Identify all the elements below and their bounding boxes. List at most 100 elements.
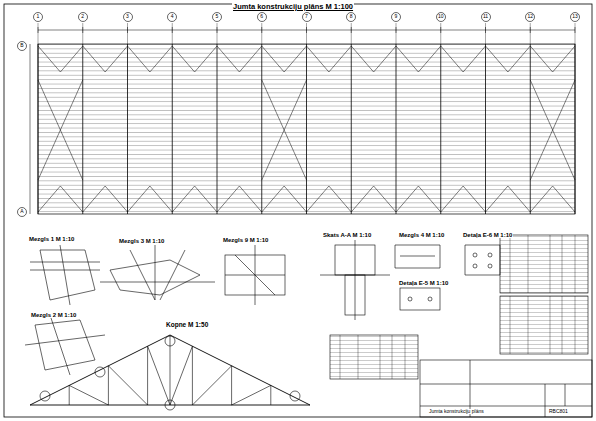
drawing-line xyxy=(530,80,575,180)
drawing-line xyxy=(38,46,60,72)
axis-bubble: 4 xyxy=(167,12,177,22)
drawing-line xyxy=(562,296,563,354)
drawing-line xyxy=(553,46,575,72)
drawing-line xyxy=(127,44,128,214)
drawing-line xyxy=(528,296,529,354)
drawing-line xyxy=(192,366,231,405)
axis-bubble: 12 xyxy=(525,12,535,22)
drawing-line xyxy=(147,346,148,405)
axis-bubble: 6 xyxy=(257,12,267,22)
drawing-line xyxy=(530,44,531,214)
drawing-line xyxy=(485,23,486,44)
drawing-line xyxy=(418,186,440,212)
drawing-line xyxy=(262,186,284,212)
drawing-line xyxy=(374,186,396,212)
axis-label: 12 xyxy=(525,14,535,19)
axis-bubble: 13 xyxy=(570,12,580,22)
drawing-line xyxy=(306,44,307,214)
drawing-line xyxy=(486,46,508,72)
drawing-line xyxy=(108,366,109,405)
drawing-line xyxy=(127,27,128,33)
drawing-line xyxy=(550,235,551,293)
axis-label: 1 xyxy=(33,14,43,19)
drawing-line xyxy=(418,46,440,72)
drawing-line xyxy=(192,346,193,405)
drawing-line xyxy=(392,335,393,379)
drawing-line xyxy=(351,46,373,72)
axis-label: 5 xyxy=(212,14,222,19)
drawing-line xyxy=(231,366,232,405)
drawing-line xyxy=(284,186,306,212)
drawing-line xyxy=(396,186,418,212)
axis-label: 11 xyxy=(481,14,491,19)
drawing-line xyxy=(82,27,83,33)
drawing-line xyxy=(340,335,341,379)
drawing-line xyxy=(261,44,262,214)
drawing-line xyxy=(530,186,552,212)
drawing-line xyxy=(195,186,217,212)
drawing-line xyxy=(38,23,39,44)
drawing-line xyxy=(261,27,262,33)
drawing-line xyxy=(440,23,441,44)
drawing-line xyxy=(239,46,261,72)
drawing-line xyxy=(351,44,352,214)
drawing-line xyxy=(575,235,576,293)
drawing-line xyxy=(358,335,359,379)
drawing-line xyxy=(396,46,418,72)
axis-bubble: 10 xyxy=(436,12,446,22)
title-block-text: RBC801 xyxy=(548,409,569,414)
drawing-line xyxy=(485,27,486,33)
axis-bubble: 2 xyxy=(78,12,88,22)
drawing-line xyxy=(485,44,486,214)
drawing-line xyxy=(83,186,105,212)
axis-bubble: 7 xyxy=(302,12,312,22)
drawing-line xyxy=(396,44,397,214)
drawing-line xyxy=(262,80,307,180)
drawing-line xyxy=(172,46,194,72)
view-title: Mezgls 1 M 1:10 xyxy=(28,236,75,242)
drawing-line xyxy=(69,385,70,405)
title-block-text: Jumta konstrukciju plāns xyxy=(428,409,485,414)
axis-label: B xyxy=(17,43,27,48)
drawing-line xyxy=(329,46,351,72)
drawing-line xyxy=(170,335,171,405)
drawing-line xyxy=(217,44,218,214)
drawing-line xyxy=(38,186,60,212)
drawing-line xyxy=(351,23,352,44)
drawing-line xyxy=(575,23,576,44)
view-title: Detaļa E-6 M 1:10 xyxy=(462,232,513,238)
axis-label: A xyxy=(17,209,27,214)
view-title: Mezgls 9 M 1:10 xyxy=(222,237,269,243)
drawing-line xyxy=(530,46,552,72)
axis-bubble: 8 xyxy=(346,12,356,22)
axis-bubble: 1 xyxy=(33,12,43,22)
drawing-line xyxy=(270,385,271,405)
axis-label: 4 xyxy=(167,14,177,19)
drawing-line xyxy=(530,23,531,44)
drawing-line xyxy=(148,346,170,405)
drawing-line xyxy=(105,46,127,72)
axis-bubble: A xyxy=(17,207,27,217)
view-title: Mezgls 3 M 1:10 xyxy=(118,238,165,244)
drawing-line xyxy=(351,186,373,212)
drawing-line xyxy=(575,44,576,214)
drawing-line xyxy=(306,27,307,33)
axis-label: 10 xyxy=(436,14,446,19)
drawing-line xyxy=(38,27,39,33)
drawing-line xyxy=(374,46,396,72)
drawing-line xyxy=(486,186,508,212)
drawing-line xyxy=(530,27,531,33)
drawing-line xyxy=(550,296,551,354)
view-title: Kopne M 1:50 xyxy=(165,322,209,329)
drawing-line xyxy=(128,46,150,72)
drawing-line xyxy=(440,27,441,33)
drawing-line xyxy=(510,235,511,293)
drawing-line xyxy=(232,385,271,405)
drawing-line xyxy=(150,186,172,212)
drawing-line xyxy=(396,27,397,33)
axis-label: 3 xyxy=(123,14,133,19)
drawing-line xyxy=(307,186,329,212)
axis-bubble: 11 xyxy=(481,12,491,22)
drawing-line xyxy=(172,186,194,212)
drawing-line xyxy=(217,186,239,212)
